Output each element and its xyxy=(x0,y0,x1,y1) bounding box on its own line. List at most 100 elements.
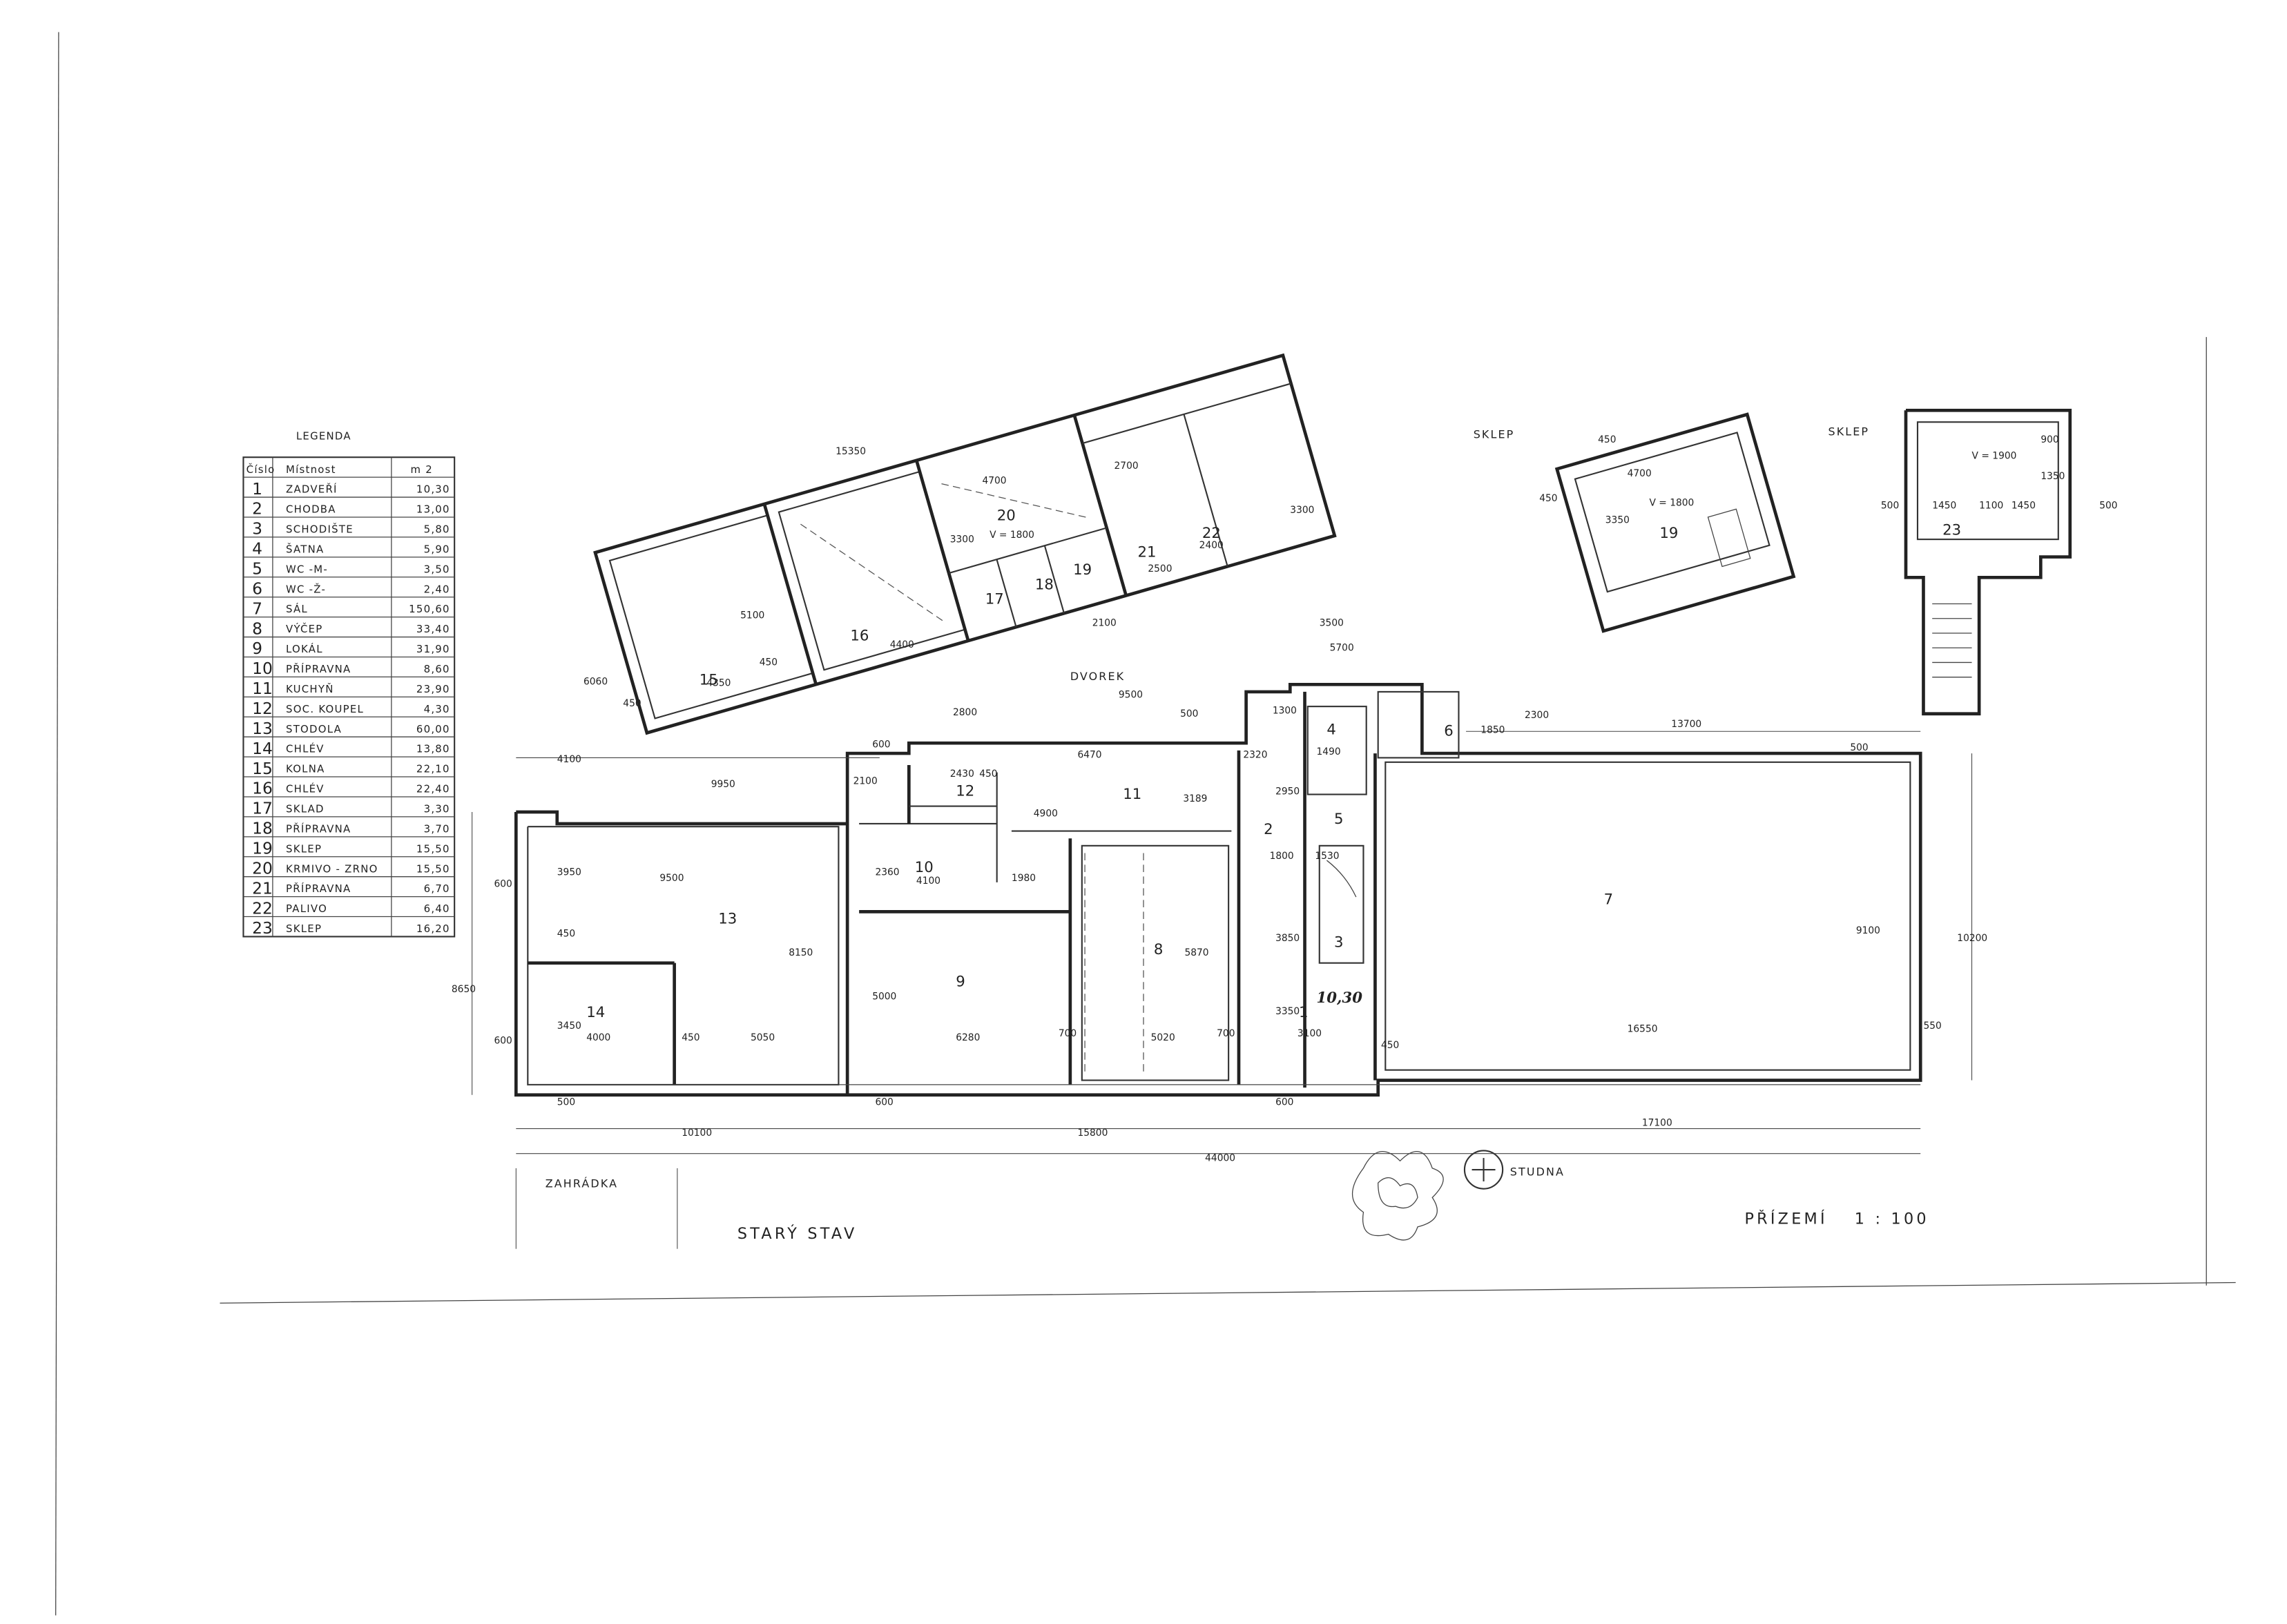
legend-row-number: 5 xyxy=(252,559,262,579)
legend-row-area: 60,00 xyxy=(416,723,450,735)
room-number-4: 4 xyxy=(1326,721,1336,738)
drawing-title: PŘÍZEMÍ xyxy=(1744,1209,1827,1228)
legend-row-number: 11 xyxy=(252,679,273,698)
legend-row-area: 3,50 xyxy=(424,563,450,575)
room-number-19a: 19 xyxy=(1073,561,1092,579)
main-building xyxy=(514,682,1922,1097)
dimension-label: 3350 xyxy=(1275,1006,1300,1017)
dimension-label: 600 xyxy=(872,740,890,751)
dimension-label: 4100 xyxy=(916,876,940,887)
room-number-8: 8 xyxy=(1154,941,1164,958)
dimension-label: 4700 xyxy=(982,475,1006,486)
dimension-label: 4400 xyxy=(890,639,914,650)
legend-header: Místnost xyxy=(286,463,336,476)
legend-title: LEGENDA xyxy=(296,430,351,443)
room-number-1: 1 xyxy=(1299,1004,1309,1021)
room-number-23: 23 xyxy=(1942,522,1961,539)
legend-row-room: CHLÉV xyxy=(286,743,325,755)
sklep-label-1: SKLEP xyxy=(1474,428,1515,441)
room-number-19: 19 xyxy=(1659,525,1678,542)
legend-row-area: 150,60 xyxy=(409,603,450,615)
dimension-label: 450 xyxy=(1539,493,1557,504)
cellar-19 xyxy=(1554,412,1796,633)
dimension-label: 600 xyxy=(875,1097,893,1108)
legend-row-number: 7 xyxy=(252,599,262,618)
legend-row-area: 6,70 xyxy=(424,882,450,895)
legend-row-room: CHODBA xyxy=(286,503,336,516)
room-number-6: 6 xyxy=(1444,723,1454,740)
dimension-label: 3450 xyxy=(557,1021,581,1032)
dimension-label: 3189 xyxy=(1183,793,1207,804)
dimension-label: 3850 xyxy=(1275,933,1300,944)
room-number-13: 13 xyxy=(718,910,737,927)
sklep-label-2: SKLEP xyxy=(1828,425,1869,438)
legend-row-number: 6 xyxy=(252,579,262,598)
room-number-14: 14 xyxy=(586,1004,605,1021)
dimension-label: 2700 xyxy=(1114,461,1139,472)
legend-row-room: PŘÍPRAVNA xyxy=(286,822,351,835)
legend-row-area: 2,40 xyxy=(424,583,450,595)
zahradka-label: ZAHRÁDKA xyxy=(546,1177,618,1190)
dimension-label: 15350 xyxy=(836,446,866,457)
legend-row-room: LOKÁL xyxy=(286,643,323,655)
room-number-21: 21 xyxy=(1138,544,1157,561)
dimension-label: 10200 xyxy=(1957,933,1987,944)
dimension-label: 9500 xyxy=(659,873,684,884)
dimension-label: 2100 xyxy=(853,776,878,787)
legend-row-area: 13,80 xyxy=(416,743,450,755)
legend-row-room: ZADVEŘÍ xyxy=(286,483,338,496)
dimension-label: 700 xyxy=(1059,1028,1077,1039)
legend-row-area: 31,90 xyxy=(416,643,450,655)
dimension-label: 3300 xyxy=(950,534,974,545)
dimension-label: 600 xyxy=(494,1035,512,1046)
drawing-scale: 1 : 100 xyxy=(1855,1210,1929,1228)
dimension-label: 1980 xyxy=(1012,873,1036,884)
room-number-18: 18 xyxy=(1035,576,1054,593)
dimension-label: 5020 xyxy=(1151,1032,1175,1043)
dimension-label: 2360 xyxy=(875,867,899,878)
legend-row-number: 8 xyxy=(252,619,262,638)
dimension-label: 16550 xyxy=(1628,1023,1658,1034)
legend-row-area: 33,40 xyxy=(416,623,450,635)
dimension-label: 15800 xyxy=(1077,1128,1108,1139)
cellar-23 xyxy=(1904,408,2072,716)
dimension-label: 450 xyxy=(979,768,997,780)
room-number-16: 16 xyxy=(850,628,869,645)
dimension-label: 2800 xyxy=(953,707,977,718)
dimension-label: 500 xyxy=(1180,708,1198,719)
legend-row-area: 6,40 xyxy=(424,902,450,915)
dimension-label: 450 xyxy=(557,928,575,939)
legend-row-area: 16,20 xyxy=(416,922,450,935)
legend-row-room: ŠATNA xyxy=(286,543,324,555)
legend-header: Číslo xyxy=(247,463,276,476)
legend-row-area: 3,30 xyxy=(424,803,450,815)
dimension-label: 9950 xyxy=(711,779,735,790)
room-number-15: 15 xyxy=(699,671,718,688)
dimension-label: 500 xyxy=(1850,742,1868,753)
room-number-7: 7 xyxy=(1604,891,1614,909)
dimension-label: 2430 xyxy=(950,768,974,780)
room-number-10: 10 xyxy=(915,859,934,876)
dimension-label: 4000 xyxy=(586,1032,610,1043)
dimension-label: 6470 xyxy=(1077,749,1101,760)
legend-row-number: 14 xyxy=(252,739,273,758)
dimension-label: 600 xyxy=(1275,1097,1293,1108)
dimension-label: 500 xyxy=(1881,501,1899,512)
dimension-label: 4700 xyxy=(1628,468,1652,479)
v1800-label-b: V = 1800 xyxy=(1649,497,1694,508)
dimension-label: 10100 xyxy=(682,1128,712,1139)
legend-row-number: 12 xyxy=(252,699,273,718)
legend-row-number: 10 xyxy=(252,659,273,678)
legend-row-area: 15,50 xyxy=(416,862,450,875)
dimension-label: 3100 xyxy=(1297,1028,1322,1039)
dimension-label: 550 xyxy=(1923,1021,1941,1032)
legend-row-room: PALIVO xyxy=(286,902,327,915)
legend-row-number: 20 xyxy=(252,858,273,878)
v1900-label: V = 1900 xyxy=(1972,450,2017,461)
legend-row-number: 21 xyxy=(252,878,273,898)
legend-row-room: SÁL xyxy=(286,603,308,615)
dimension-label: 600 xyxy=(494,878,512,889)
legend-header: m 2 xyxy=(410,463,432,476)
dimension-label: 1490 xyxy=(1317,746,1341,757)
dimension-label: 5100 xyxy=(740,610,764,621)
